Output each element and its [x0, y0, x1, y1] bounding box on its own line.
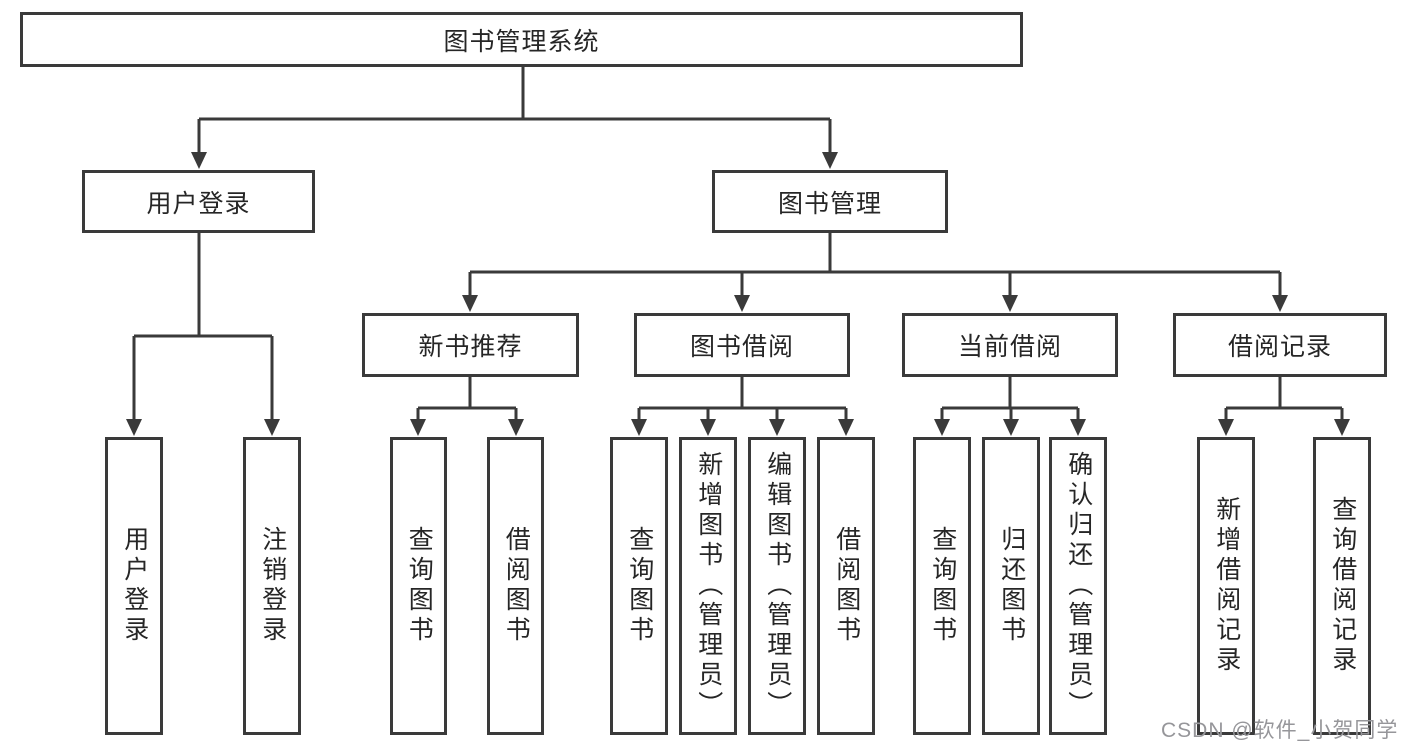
- leaf-label: 借阅图书: [832, 526, 861, 646]
- arrowhead: [1218, 419, 1234, 436]
- leaf-confirm-return-admin: 确认归还（管理员）: [1049, 437, 1107, 735]
- leaf-query-books-borrow: 查询图书: [610, 437, 668, 735]
- arrowhead: [734, 295, 750, 312]
- edge-newbook-to-leaves: [416, 377, 518, 422]
- arrowhead: [1334, 419, 1350, 436]
- leaf-label: 查询图书: [625, 526, 654, 646]
- leaf-query-borrow-record: 查询借阅记录: [1313, 437, 1371, 735]
- leaf-add-books-admin: 新增图书（管理员）: [679, 437, 737, 735]
- node-book-management: 图书管理: [712, 170, 948, 233]
- leaf-label: 新增借阅记录: [1212, 496, 1241, 676]
- leaf-edit-books-admin: 编辑图书（管理员）: [748, 437, 806, 735]
- leaf-user-login: 用户登录: [105, 437, 163, 735]
- arrowhead: [822, 152, 838, 169]
- node-user-login: 用户登录: [82, 170, 315, 233]
- arrowhead: [1272, 295, 1288, 312]
- leaf-borrow-books: 借阅图书: [817, 437, 875, 735]
- leaf-add-borrow-record: 新增借阅记录: [1197, 437, 1255, 735]
- leaf-label: 归还图书: [997, 526, 1026, 646]
- arrowhead: [1002, 295, 1018, 312]
- leaf-logout: 注销登录: [243, 437, 301, 735]
- leaf-label: 查询图书: [928, 526, 957, 646]
- leaf-query-books-current: 查询图书: [913, 437, 971, 735]
- leaf-label: 新增图书（管理员）: [694, 451, 723, 721]
- node-root-system: 图书管理系统: [20, 12, 1023, 67]
- node-borrowing-records: 借阅记录: [1173, 313, 1387, 377]
- arrowhead: [191, 152, 207, 169]
- node-new-book-recommendation: 新书推荐: [362, 313, 579, 377]
- leaf-label: 查询图书: [405, 526, 434, 646]
- arrowhead: [934, 419, 950, 436]
- leaf-label: 编辑图书（管理员）: [763, 451, 792, 721]
- edge-current-to-leaves: [940, 377, 1080, 422]
- edge-records-to-leaves: [1224, 377, 1344, 422]
- leaf-return-books: 归还图书: [982, 437, 1040, 735]
- leaf-label: 查询借阅记录: [1328, 496, 1357, 676]
- edge-borrow-to-leaves: [637, 377, 848, 422]
- arrowhead: [1070, 419, 1086, 436]
- node-current-borrowing: 当前借阅: [902, 313, 1118, 377]
- arrowhead: [631, 419, 647, 436]
- leaf-label: 确认归还（管理员）: [1064, 451, 1093, 721]
- arrowhead: [700, 419, 716, 436]
- edge-bookmgmt-to-level3: [468, 233, 1282, 298]
- arrowhead: [126, 419, 142, 436]
- leaf-label: 用户登录: [120, 526, 149, 646]
- arrowhead: [462, 295, 478, 312]
- arrowhead: [508, 419, 524, 436]
- leaf-borrow-books-recommend: 借阅图书: [487, 437, 544, 735]
- arrowhead: [1003, 419, 1019, 436]
- leaf-query-books-recommend: 查询图书: [390, 437, 447, 735]
- leaf-label: 借阅图书: [502, 526, 531, 646]
- arrowhead: [769, 419, 785, 436]
- node-book-borrowing: 图书借阅: [634, 313, 850, 377]
- edge-root-to-level2: [197, 67, 832, 155]
- arrowhead: [838, 419, 854, 436]
- edge-userlogin-to-leaves: [132, 233, 274, 422]
- arrowhead: [264, 419, 280, 436]
- leaf-label: 注销登录: [258, 526, 287, 646]
- csdn-watermark: CSDN @软件_小贺同学: [1161, 719, 1399, 742]
- arrowhead: [410, 419, 426, 436]
